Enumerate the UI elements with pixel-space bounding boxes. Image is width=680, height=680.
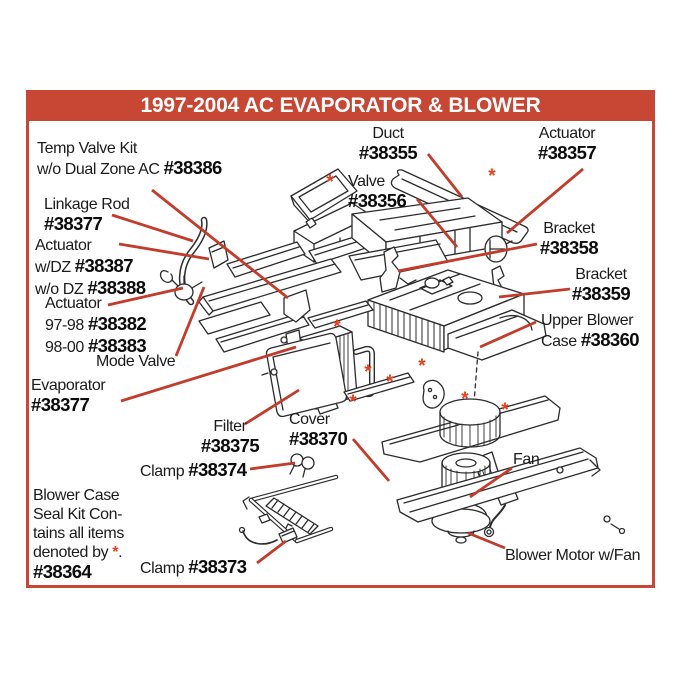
label-cover: Cover #38370 <box>289 411 348 449</box>
label-valve: Valve #38356 <box>348 173 407 211</box>
label-evaporator: Evaporator #38377 <box>31 377 106 415</box>
asterisk-icon: * <box>418 356 426 377</box>
label-mode-valve: Mode Valve <box>96 353 176 370</box>
label-clamp-38374: Clamp #38374 <box>140 459 247 480</box>
label-fan: Fan <box>513 451 540 468</box>
leader-bracket-38358 <box>397 242 538 273</box>
vent-elbow-drawing <box>283 289 311 323</box>
duct-actuator-drawing <box>484 235 513 263</box>
leader-evaporator <box>120 345 297 403</box>
asterisk-icon: * <box>501 400 509 421</box>
leader-clamp-38374 <box>249 461 296 471</box>
leader-temp-valve-kit <box>151 188 289 300</box>
bracket-38358-drawing <box>379 246 401 293</box>
diagram-line-art <box>159 168 626 545</box>
lower-case-upper-tray-drawing <box>381 395 561 463</box>
label-filter: Filter #38375 <box>200 418 260 456</box>
label-upper-blower-case: Upper Blower Case #38360 <box>541 312 640 350</box>
label-actuator-97-00: Actuator 97-98 #38382 98-00 #38383 <box>45 295 147 356</box>
clamp-38374-drawing <box>289 453 315 478</box>
leader-valve <box>415 198 459 248</box>
leader-clamp-38373 <box>256 539 287 565</box>
page-title: 1997-2004 AC EVAPORATOR & BLOWER <box>140 93 541 117</box>
asterisk-icon: * <box>364 362 372 383</box>
asterisk-icon: * <box>349 392 357 413</box>
title-banner: 1997-2004 AC EVAPORATOR & BLOWER <box>26 90 655 121</box>
label-clamp-38373: Clamp #38373 <box>140 556 247 577</box>
leader-blower-motor <box>467 531 506 550</box>
asterisk-icon: * <box>461 389 469 410</box>
leader-lines <box>107 153 584 565</box>
leader-linkage-rod <box>111 213 194 243</box>
leader-actuator-97-00 <box>107 286 184 307</box>
seal-kit-asterisks: * * * * * * * * * <box>326 166 509 421</box>
asterisk-icon: * <box>488 166 496 187</box>
asterisk-icon: * <box>326 172 334 193</box>
leader-mode-valve <box>174 286 206 357</box>
asterisk-icon: * <box>333 317 341 338</box>
lower-case-bottom-tray-drawing <box>396 447 626 535</box>
label-actuator-dz: Actuator w/DZ #38387 w/o DZ #38388 <box>35 237 146 298</box>
clamp-38373-drawing <box>238 523 298 545</box>
leader-upper-blower-case <box>479 320 537 349</box>
label-duct: Duct #38355 <box>358 125 418 163</box>
leader-cover <box>351 438 391 482</box>
leader-actuator-dz <box>118 242 210 261</box>
leader-bracket-38359 <box>498 287 571 299</box>
leader-duct <box>426 153 464 198</box>
label-temp-valve-kit: Temp Valve Kit w/o Dual Zone AC #38386 <box>37 140 222 178</box>
asterisk-glyph: * <box>112 544 119 561</box>
leader-fan <box>469 466 513 499</box>
label-blower-seal-note: Blower Case Seal Kit Con- tains all item… <box>33 487 124 582</box>
asterisk-icon: * <box>386 372 394 393</box>
leader-filter <box>244 388 300 426</box>
label-bracket-38358: Bracket #38358 <box>539 220 599 258</box>
label-blower-motor: Blower Motor w/Fan <box>505 547 641 564</box>
blower-motor-drawing <box>431 502 491 544</box>
label-linkage-rod: Linkage Rod #38377 <box>44 196 130 234</box>
label-actuator-38357: Actuator #38357 <box>537 125 597 163</box>
label-bracket-38359: Bracket #38359 <box>571 266 631 304</box>
leader-actuator-38357 <box>506 167 584 235</box>
